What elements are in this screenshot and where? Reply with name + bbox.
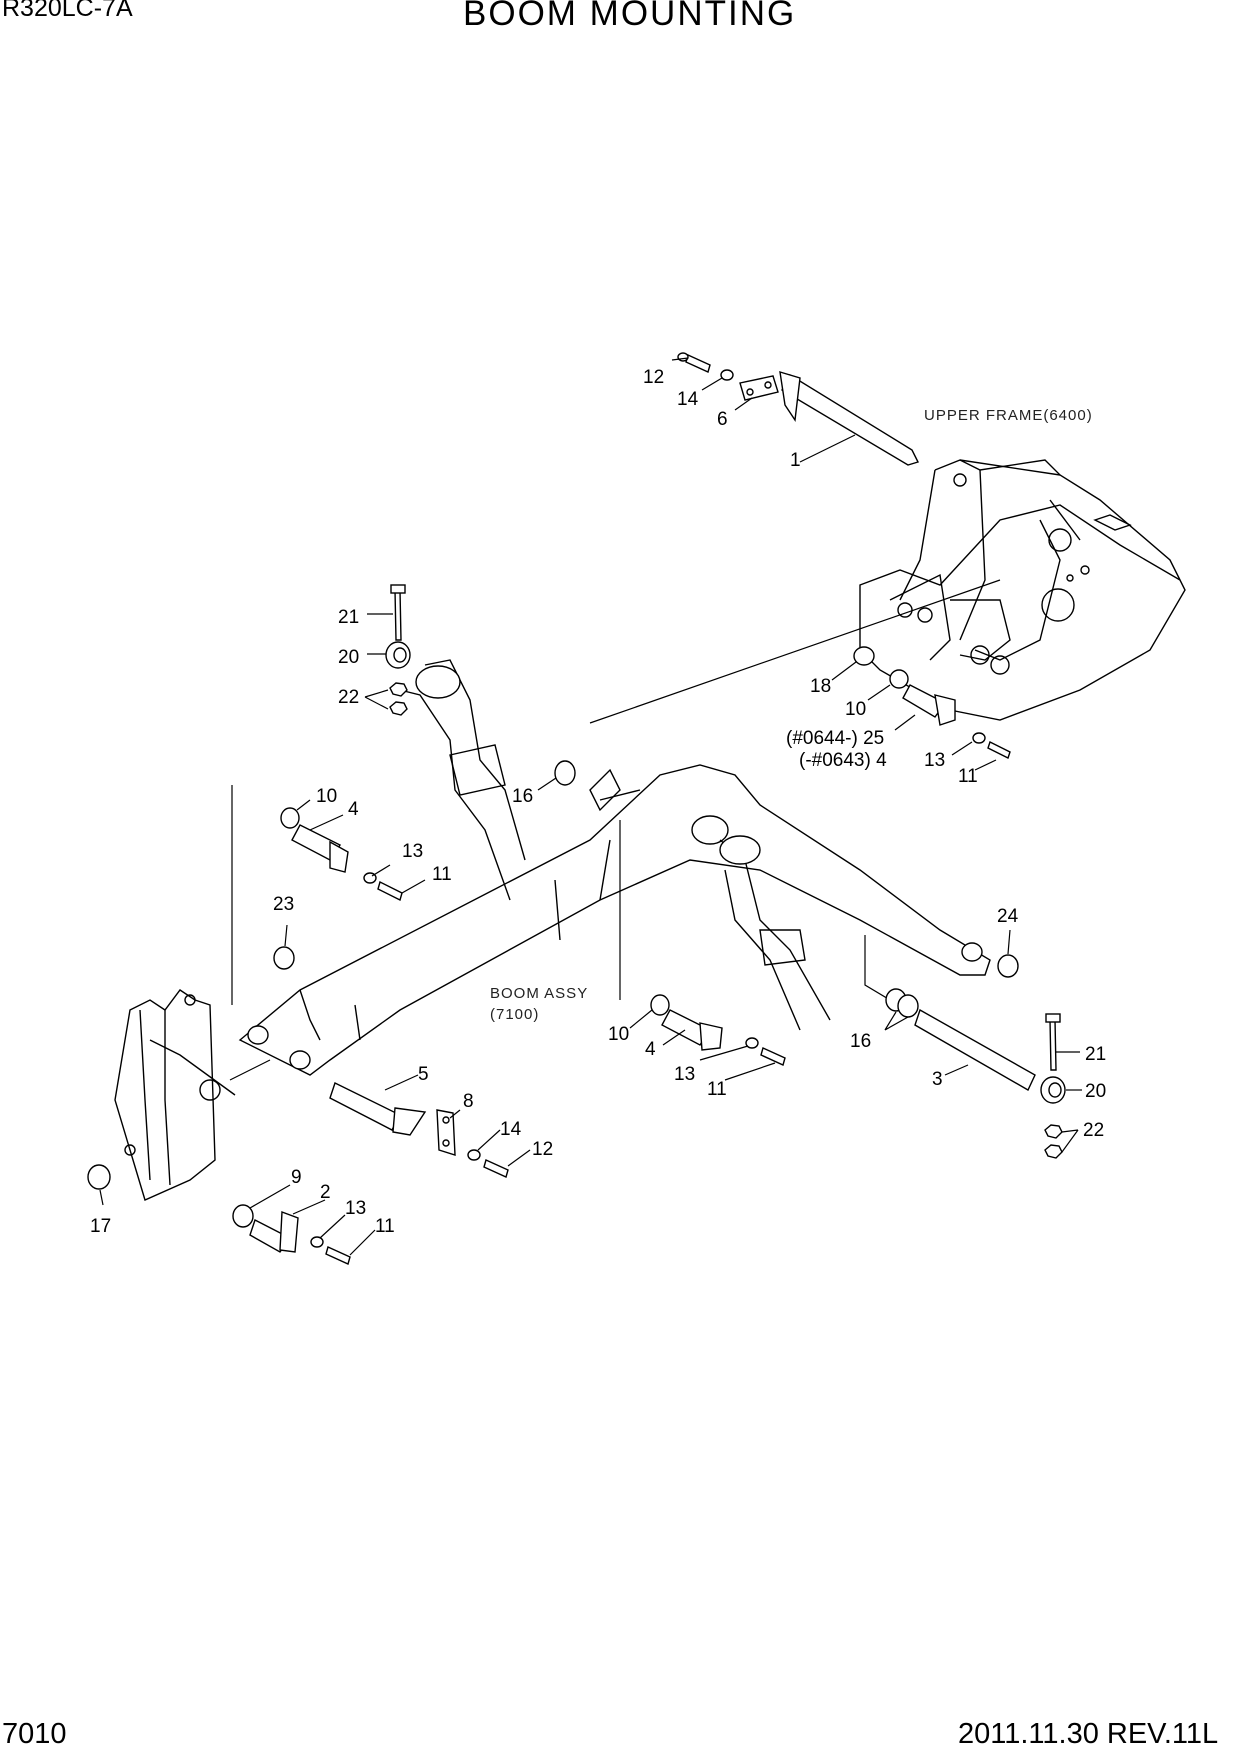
callout: 11 (375, 1216, 395, 1237)
boom-cylinders (399, 659, 831, 1031)
callout: 14 (677, 389, 699, 410)
callout: 13 (924, 750, 945, 771)
callout: 21 (1085, 1044, 1106, 1065)
leader-lines (99, 357, 1082, 1256)
parts (87, 352, 1066, 1265)
part-pin-25 (902, 684, 947, 718)
callout: 4 (645, 1039, 656, 1060)
callout: (#0644-) 25 (786, 728, 884, 749)
callout: 17 (90, 1216, 111, 1237)
callout: 12 (532, 1139, 553, 1160)
callout: (-#0643) 4 (799, 750, 887, 771)
callout: 10 (845, 699, 866, 720)
callout: 1 (790, 450, 801, 471)
callout: 11 (432, 864, 452, 885)
callout: 4 (348, 799, 359, 820)
part-bolt-12 (685, 354, 711, 373)
callout: 13 (402, 841, 423, 862)
callout: 3 (932, 1069, 943, 1090)
part-pin-1 (779, 371, 919, 466)
model-code: R320LC-7A (2, 0, 133, 22)
part-washer-13 (972, 732, 986, 744)
part-bolt-11 (987, 741, 1011, 759)
callout: 11 (707, 1079, 727, 1100)
part-washer-24 (997, 954, 1019, 978)
callout: 10 (608, 1024, 629, 1045)
part-pin-5 (329, 1082, 401, 1131)
callout: 16 (850, 1031, 871, 1052)
page-number: 7010 (2, 1718, 67, 1750)
callout: 24 (997, 906, 1019, 927)
boom-assembly-drawing (238, 764, 991, 1076)
reference-lines (229, 579, 1001, 1081)
upper-frame-drawing (859, 459, 1186, 721)
callout: 11 (958, 766, 978, 787)
callout: 2 (320, 1182, 331, 1203)
callout: 16 (512, 786, 533, 807)
callout: 20 (1085, 1081, 1106, 1102)
callout: 22 (338, 687, 359, 708)
part-washer-10 (889, 669, 909, 689)
callout: 12 (643, 367, 664, 388)
callout: 23 (273, 894, 294, 915)
part-collar-20 (385, 641, 411, 669)
upper-frame-label: UPPER FRAME(6400) (924, 407, 1093, 424)
part-bolt-21 (394, 589, 402, 641)
callout: 10 (316, 786, 337, 807)
callout: 5 (418, 1064, 429, 1085)
part-pin-3 (914, 1008, 1036, 1091)
callout: 18 (810, 676, 831, 697)
callout: 20 (338, 647, 359, 668)
page-title: BOOM MOUNTING (463, 0, 797, 33)
part-plate-6 (739, 375, 779, 401)
callouts: 12 14 6 1 21 20 22 18 10 (#0644-) 25 (-#… (90, 367, 1106, 1237)
callout: 21 (338, 607, 359, 628)
callout: 13 (345, 1198, 366, 1219)
part-washer-23 (273, 946, 295, 970)
revision-date: 2011.11.30 REV.11L (958, 1718, 1219, 1750)
callout: 8 (463, 1091, 474, 1112)
part-nut-22 (389, 682, 408, 697)
callout: 22 (1083, 1120, 1104, 1141)
part-washer-18 (853, 646, 875, 666)
part-plate-8 (436, 1109, 456, 1156)
boom-foot-bracket (114, 989, 236, 1201)
boom-assy-label: BOOM ASSY (490, 985, 588, 1002)
callout: 9 (291, 1167, 302, 1188)
boom-assy-code: (7100) (490, 1006, 539, 1023)
part-washer-14 (720, 369, 734, 381)
callout: 6 (717, 409, 728, 430)
part-washer-17 (87, 1164, 111, 1190)
part-washer-16 (554, 760, 576, 786)
callout: 14 (500, 1119, 522, 1140)
callout: 13 (674, 1064, 695, 1085)
part-washer-9 (232, 1204, 254, 1228)
